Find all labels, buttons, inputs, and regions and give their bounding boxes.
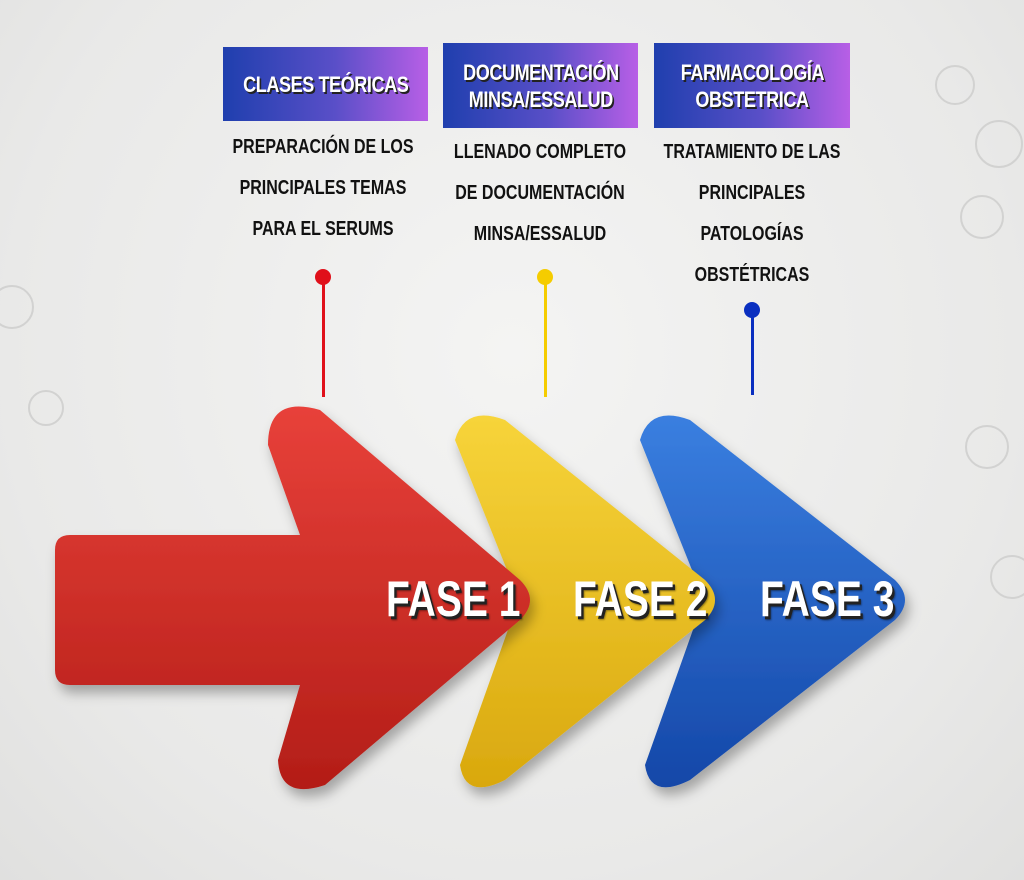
- phase-1-label: FASE 1: [386, 571, 521, 627]
- phase-1-arrow: [55, 406, 530, 790]
- description-line: PARA EL SERUMS: [252, 218, 394, 240]
- description-line: LLENADO COMPLETO: [453, 141, 627, 163]
- phase-1-description: PREPARACIÓN DE LOS PRINCIPALES TEMAS PAR…: [203, 127, 443, 250]
- phase-3-title-line: OBSTETRICA: [695, 86, 809, 112]
- phase-1-title-text: CLASES TEÓRICAS: [242, 71, 409, 97]
- phase-3-label: FASE 3: [760, 571, 895, 627]
- phase-2-description: LLENADO COMPLETO DE DOCUMENTACIÓN MINSA/…: [420, 132, 660, 255]
- phase-3-connector-line: [751, 310, 754, 395]
- phase-3-chevron: [640, 415, 905, 788]
- phase-2-title-line: MINSA/ESSALUD: [468, 86, 613, 112]
- description-line: TRATAMIENTO DE LAS: [663, 141, 841, 163]
- molecule-decoration: [935, 65, 975, 105]
- description-line: DE DOCUMENTACIÓN: [455, 182, 625, 204]
- phase-2-connector-line: [544, 277, 547, 397]
- molecule-decoration: [28, 390, 64, 426]
- description-line: PRINCIPALES TEMAS: [239, 177, 407, 199]
- phase-1-title: CLASES TEÓRICAS: [223, 47, 428, 121]
- description-line: MINSA/ESSALUD: [473, 223, 607, 245]
- phase-1-connector-dot: [315, 269, 331, 285]
- phase-2-title: DOCUMENTACIÓN MINSA/ESSALUD: [443, 43, 638, 128]
- description-line: PATOLOGÍAS: [700, 223, 804, 245]
- molecule-decoration: [0, 285, 34, 329]
- molecule-decoration: [975, 120, 1023, 168]
- molecule-decoration: [965, 425, 1009, 469]
- description-line: PREPARACIÓN DE LOS: [232, 136, 414, 158]
- phase-2-connector-dot: [537, 269, 553, 285]
- phase-2-label: FASE 2: [573, 571, 708, 627]
- molecule-decoration: [990, 555, 1024, 599]
- phase-1-connector-line: [322, 277, 325, 397]
- description-line: OBSTÉTRICAS: [694, 264, 810, 286]
- phase-3-title: FARMACOLOGÍA OBSTETRICA: [654, 43, 850, 128]
- phase-3-description: TRATAMIENTO DE LAS PRINCIPALES PATOLOGÍA…: [632, 132, 872, 296]
- phase-2-title-line: DOCUMENTACIÓN: [462, 59, 619, 85]
- phase-3-title-line: FARMACOLOGÍA: [680, 59, 824, 85]
- phase-2-chevron: [455, 415, 715, 788]
- description-line: PRINCIPALES: [698, 182, 806, 204]
- phase-3-connector-dot: [744, 302, 760, 318]
- molecule-decoration: [960, 195, 1004, 239]
